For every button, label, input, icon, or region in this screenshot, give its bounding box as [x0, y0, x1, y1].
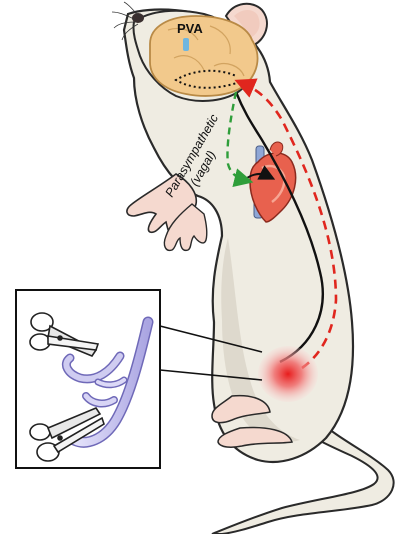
- intestinal-inflammation-site: [258, 346, 318, 402]
- surgery-inset: [16, 290, 160, 468]
- brain: PVA: [150, 16, 258, 96]
- brain-icon: [150, 16, 258, 96]
- pva-label: PVA: [177, 21, 203, 36]
- rat-nose: [132, 13, 144, 23]
- pva-marker: [183, 38, 189, 51]
